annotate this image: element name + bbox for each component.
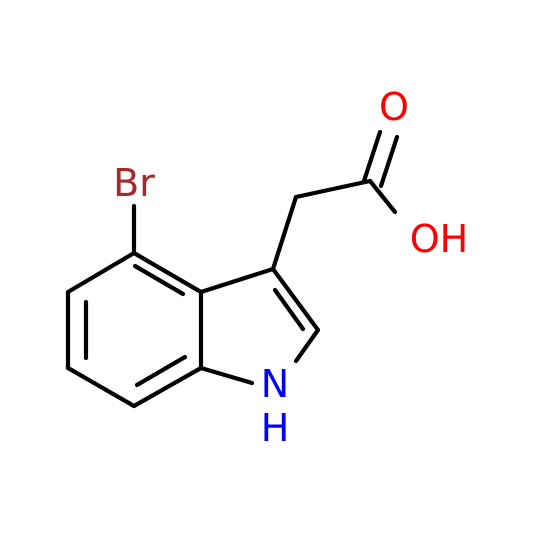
bond-n1-c7a bbox=[198, 365, 255, 386]
bond-c3-c2 bbox=[270, 266, 321, 333]
atom-oh-label: OH bbox=[410, 217, 468, 261]
atom-o-carbonyl-label: O bbox=[379, 85, 409, 129]
bond-c-oh bbox=[367, 178, 398, 215]
bond-c7-c7a bbox=[131, 365, 204, 409]
bond-c3a-c4 bbox=[131, 250, 204, 295]
bond-c3-c2-inner bbox=[272, 287, 306, 332]
atom-n-label: N bbox=[261, 362, 289, 406]
bond-ch2-cooh bbox=[293, 178, 373, 200]
bond-c4-c5 bbox=[65, 250, 137, 295]
bond-c3a-c3 bbox=[198, 266, 276, 295]
bond-c2-n1 bbox=[293, 327, 321, 364]
bond-c3a-c4-inner bbox=[132, 263, 186, 297]
bond-c3-ch2 bbox=[270, 194, 299, 272]
atom-br-label: Br bbox=[113, 161, 155, 205]
bond-c-o-double-a bbox=[361, 129, 383, 184]
atom-nh-h-label: H bbox=[261, 406, 290, 450]
bond-c6-c7 bbox=[65, 365, 137, 409]
bond-c7-c7a-inner bbox=[134, 354, 188, 388]
bond-c-o-double-b bbox=[378, 134, 400, 189]
